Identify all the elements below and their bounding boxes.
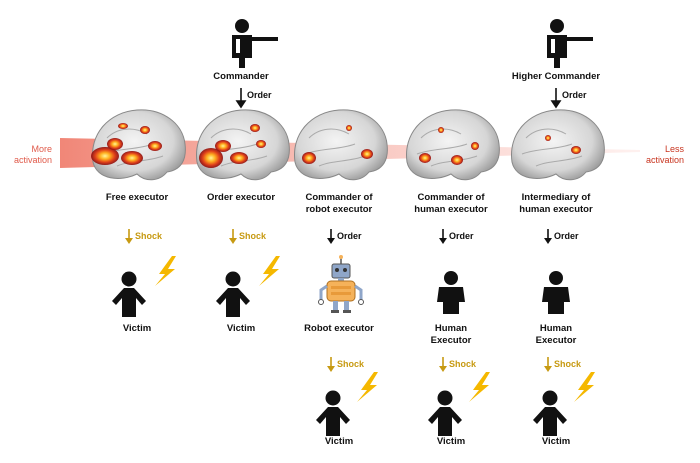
activation-blob [545, 135, 551, 141]
activation-blob [140, 126, 150, 134]
second-action-label-4: Shock [449, 359, 477, 369]
activation-blob [438, 127, 444, 133]
executor-label-3: Robot executor [304, 323, 374, 334]
brain-scan-4 [406, 109, 500, 181]
robot-icon [318, 255, 364, 313]
brain-label-3: Commander of [305, 192, 373, 203]
brain-scan-1 [91, 109, 186, 181]
action-arrow-2-head [229, 238, 237, 244]
action-label-3: Order [337, 231, 362, 241]
higher-commander-label: Higher Commander [511, 71, 601, 82]
activation-blob [107, 138, 123, 150]
activation-blob [230, 152, 248, 164]
lightning-icon-3 [357, 372, 378, 402]
action-label-5: Order [554, 231, 579, 241]
activation-blob [471, 142, 479, 150]
action-label-1: Shock [135, 231, 163, 241]
brain-scan-5 [511, 109, 605, 181]
brain-label-4-line2: human executor [414, 204, 488, 215]
lightning-icon-1 [155, 256, 176, 286]
victim-icon-2 [216, 271, 250, 317]
executor-label-4-line2: Executor [430, 335, 472, 346]
activation-blob [121, 151, 143, 165]
victim-label-4: Victim [436, 436, 466, 447]
brain-label-4: Commander of [417, 192, 485, 203]
second-action-label-3: Shock [337, 359, 365, 369]
action-arrow-5-head [544, 238, 552, 244]
brain-label-2: Order executor [206, 192, 276, 203]
executor-label-5: Human [539, 323, 573, 334]
less-activation-line2: activation [645, 155, 684, 165]
victim-icon-1 [112, 271, 146, 317]
less-activation-label: Less activation [632, 144, 684, 166]
brain-scans [91, 109, 605, 181]
lightning-icon-2 [259, 256, 280, 286]
brain-label-1: Free executor [105, 192, 169, 203]
victim-label-1: Victim [122, 323, 152, 334]
activation-blob [571, 146, 581, 154]
brain-label-5: Intermediary of [521, 192, 591, 203]
victim-label-5: Victim [541, 436, 571, 447]
more-activation-line1: More [31, 144, 52, 154]
lightning-icon-4 [469, 372, 490, 402]
activation-blob [256, 140, 266, 148]
victim-icon-5 [533, 390, 567, 436]
less-activation-line1: Less [664, 144, 684, 154]
brain-scan-3 [294, 109, 388, 181]
second-action-label-5: Shock [554, 359, 582, 369]
commander-label: Commander [213, 71, 269, 82]
second-action-arrow-5-head [544, 366, 552, 372]
activation-blob [118, 123, 128, 129]
lower-section [112, 229, 595, 436]
second-action-arrow-4-head [439, 366, 447, 372]
activation-blob [148, 141, 162, 151]
action-arrow-4-head [439, 238, 447, 244]
commander-figure-1 [232, 19, 278, 68]
activation-blob [215, 140, 231, 152]
human-executor-icon-5 [542, 271, 570, 314]
brain-label-3-line2: robot executor [305, 204, 373, 215]
victim-label-3: Victim [324, 436, 354, 447]
second-action-arrow-3-head [327, 366, 335, 372]
brain-scan-2 [196, 109, 290, 181]
commander-figure-2 [547, 19, 593, 68]
activation-blob [346, 125, 352, 131]
action-arrow-1-head [125, 238, 133, 244]
human-executor-icon-4 [437, 271, 465, 314]
activation-blob [250, 124, 260, 132]
victim-label-2: Victim [226, 323, 256, 334]
action-label-2: Shock [239, 231, 267, 241]
activation-blob [302, 152, 316, 164]
executor-label-4: Human [434, 323, 468, 334]
more-activation-line2: activation [13, 155, 52, 165]
activation-blob [91, 147, 119, 165]
action-arrow-3-head [327, 238, 335, 244]
lightning-icon-5 [574, 372, 595, 402]
more-activation-label: More activation [10, 144, 52, 166]
victim-icon-3 [316, 390, 350, 436]
executor-label-5-line2: Executor [535, 335, 577, 346]
commander-order-label: Order [247, 90, 272, 100]
action-label-4: Order [449, 231, 474, 241]
activation-blob [361, 149, 373, 159]
victim-icon-4 [428, 390, 462, 436]
activation-blob [419, 153, 431, 163]
activation-blob [199, 148, 223, 168]
activation-blob [451, 155, 463, 165]
brain-label-5-line2: human executor [519, 204, 593, 215]
higher-commander-order-label: Order [562, 90, 587, 100]
